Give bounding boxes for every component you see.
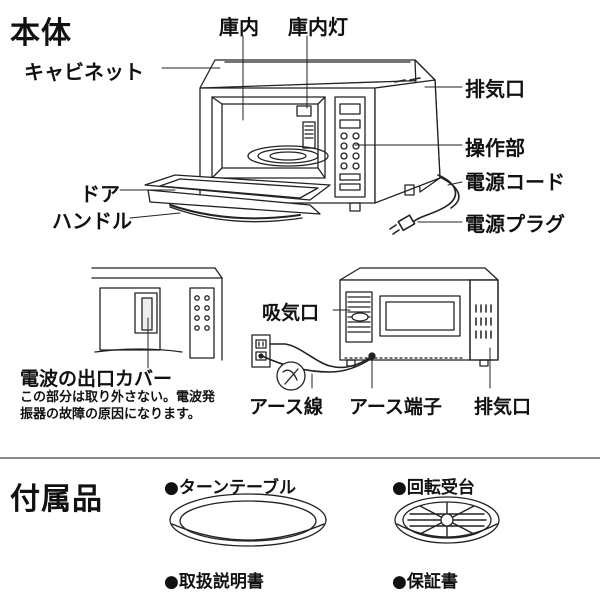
label-intake: 吸気口 bbox=[262, 302, 320, 324]
exhaust-vent-back bbox=[475, 304, 492, 339]
label-wave-cover: 電波の出口カバー bbox=[20, 368, 173, 390]
wave-cover-note: この部分は取り外さない。電波発振器の故障の原因になります。 bbox=[20, 390, 216, 422]
label-earth-terminal: アース端子 bbox=[349, 396, 442, 418]
accessory-warranty: ●保証書 bbox=[392, 572, 458, 592]
rotating-stand-icon bbox=[394, 496, 500, 544]
label-interior: 庫内 bbox=[219, 15, 259, 39]
accessory-turntable: ●ターンテーブル bbox=[164, 478, 296, 498]
power-cord-drawing bbox=[389, 174, 460, 235]
label-power-plug: 電源プラグ bbox=[465, 212, 565, 236]
leader-lines-main bbox=[119, 35, 463, 223]
oven-turntable bbox=[247, 145, 329, 167]
label-interior-light: 庫内灯 bbox=[288, 15, 348, 39]
accessory-manual: ●取扱説明書 bbox=[164, 572, 264, 592]
label-exhaust-back: 排気口 bbox=[474, 396, 532, 418]
leader-lines-lower bbox=[311, 309, 491, 389]
oven-back-view bbox=[339, 267, 499, 367]
label-power-cord: 電源コード bbox=[465, 170, 565, 194]
accessory-rotating-stand: ●回転受台 bbox=[392, 478, 475, 498]
door-drawing bbox=[144, 174, 331, 223]
turntable-icon bbox=[169, 493, 327, 547]
interior-light bbox=[296, 105, 312, 117]
control-panel-drawing bbox=[334, 96, 366, 198]
accessories-title: 付属品 bbox=[10, 482, 103, 517]
intake-vent bbox=[345, 291, 373, 343]
label-handle: ハンドル bbox=[52, 209, 132, 233]
label-cabinet: キャビネット bbox=[24, 60, 144, 84]
oven-front-view bbox=[144, 59, 460, 235]
label-earth-wire: アース線 bbox=[249, 396, 323, 418]
wave-cover-detail bbox=[91, 267, 223, 369]
label-door: ドア bbox=[80, 182, 120, 206]
outlet-earth-detail bbox=[251, 334, 373, 391]
label-exhaust-top: 排気口 bbox=[465, 77, 525, 101]
main-title: 本体 bbox=[10, 16, 72, 51]
label-control-panel: 操作部 bbox=[465, 136, 525, 160]
